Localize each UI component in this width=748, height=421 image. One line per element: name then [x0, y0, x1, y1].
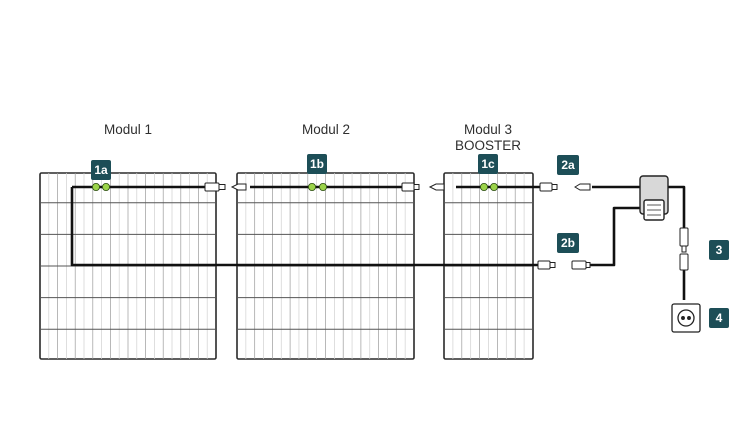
junction-box-3: [479, 182, 498, 191]
badge-2a: 2a: [557, 155, 579, 175]
badge-2b: 2b: [557, 233, 579, 253]
module-2-name: Modul 2: [301, 122, 351, 137]
module-3-label: Modul 3 BOOSTER: [446, 122, 530, 154]
badge-1b: 1b: [307, 154, 327, 174]
badge-1c: 1c: [478, 154, 498, 174]
module-3-subtitle: BOOSTER: [454, 138, 521, 153]
badge-3: 3: [709, 240, 729, 260]
module-3-name: Modul 3: [463, 122, 513, 137]
module-2-label: Modul 2: [286, 122, 366, 138]
connector-2a: [539, 182, 591, 192]
junction-box-1: [92, 182, 111, 191]
module-1-label: Modul 1: [88, 122, 168, 138]
badge-1a: 1a: [91, 160, 111, 180]
connector-1b-right: [401, 182, 445, 192]
junction-box-2: [307, 182, 327, 191]
connector-1a-right: [204, 182, 247, 192]
module-1-name: Modul 1: [103, 122, 153, 137]
badge-4: 4: [709, 308, 729, 328]
microinverter-icon: [639, 175, 669, 221]
plug-connector-icon: [679, 227, 689, 271]
wall-socket-icon: [671, 303, 701, 333]
connector-2b: [537, 260, 591, 270]
